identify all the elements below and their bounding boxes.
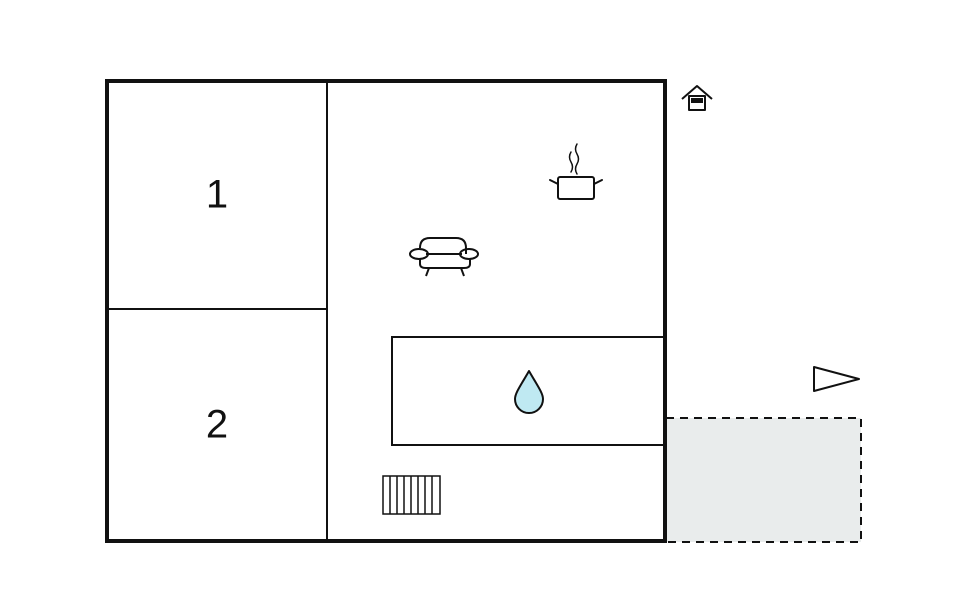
terrace-area	[665, 417, 862, 543]
stairs-icon	[382, 475, 441, 515]
sofa-icon	[409, 237, 479, 277]
cooking-pot-icon	[549, 143, 603, 200]
room-1-label: 1	[206, 173, 228, 217]
direction-arrow-icon	[813, 366, 860, 392]
house-icon	[681, 85, 713, 111]
outer-walls	[105, 79, 667, 543]
room-2-label: 2	[206, 403, 228, 447]
bathroom-room	[391, 336, 665, 446]
water-drop-icon	[514, 370, 544, 414]
